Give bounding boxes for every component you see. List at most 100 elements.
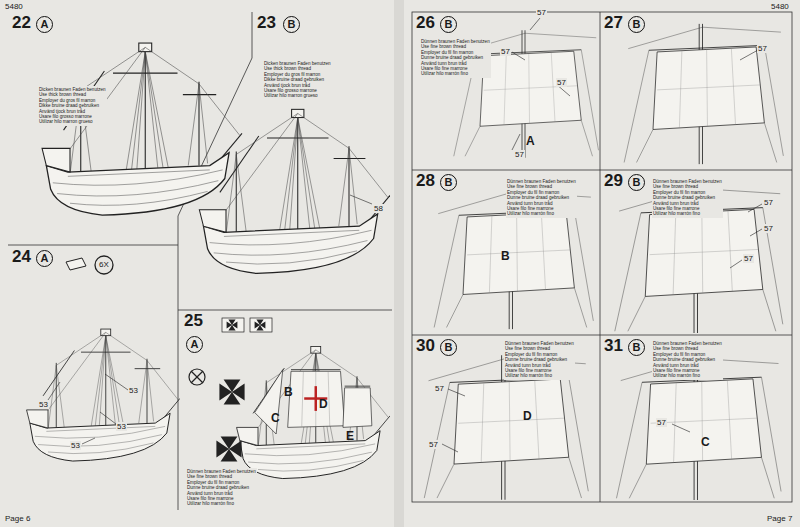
option-letter: B	[629, 340, 644, 355]
thread-note-line: Använd tjock brun tråd	[39, 109, 106, 114]
sail-letter: D	[318, 398, 329, 411]
step-panel: 22Dicken braunen Faden benutzenUse thick…	[10, 14, 250, 244]
callout-number: 57	[656, 418, 667, 427]
thread-note: Dünnen braunen Faden benutzenUse fine br…	[504, 340, 575, 380]
thread-note-line: Dunne bruine draad gebruiken	[505, 357, 574, 362]
thread-note: Dünnen braunen Faden benutzenUse fine br…	[652, 340, 723, 380]
thread-note: Dünnen braunen Faden benutzenUse fine br…	[420, 38, 491, 78]
callout-number: 6X	[98, 260, 110, 269]
thread-note-line: Employer du gros fil marron	[39, 98, 106, 103]
thread-note-line: Dikke bruine draad gebruiken	[264, 77, 331, 82]
callout-number: 5480	[770, 2, 790, 11]
callout-number: 57	[743, 254, 754, 263]
thread-note-line: Utilizar hilo marrón fino	[421, 71, 490, 76]
thread-note-line: Employer du fil fin marron	[187, 480, 256, 485]
sail-letter: B	[500, 250, 511, 263]
thread-note-line: Dunne bruine draad gebruiken	[187, 485, 256, 490]
thread-note-line: Dünnen braunen Faden benutzen	[653, 179, 722, 184]
option-letter: A	[37, 17, 52, 32]
thread-note-line: Employer du fil fin marron	[505, 352, 574, 357]
thread-note-line: Use fine brown thread	[507, 184, 576, 189]
thread-note-line: Utilizar hilo marrón fino	[653, 373, 722, 378]
callout-number: 58	[373, 204, 384, 213]
thread-note-line: Use fine brown thread	[421, 44, 490, 49]
thread-note-line: Employer du fil fin marron	[507, 190, 576, 195]
thread-note: Dünnen braunen Faden benutzenUse fine br…	[186, 468, 257, 508]
option-circle: B	[440, 339, 457, 356]
thread-note-line: Använd tjock brun tråd	[264, 83, 331, 88]
thread-note-line: Använd tunn brun tråd	[505, 363, 574, 368]
thread-note-line: Använd tunn brun tråd	[507, 201, 576, 206]
callout-number: 53	[70, 441, 81, 450]
thread-note-line: Use thick brown thread	[39, 92, 106, 97]
thread-note-line: Employer du fil fin marron	[653, 190, 722, 195]
thread-note-line: Usare filo fine marrone	[505, 368, 574, 373]
thread-note-line: Employer du fil fin marron	[421, 50, 490, 55]
step-panel: 23Dicken braunen Faden benutzenUse thick…	[255, 14, 390, 304]
callout-number: Page 7	[766, 514, 793, 523]
step-number: 30	[416, 337, 435, 355]
thread-note: Dicken braunen Faden benutzenUse thick b…	[38, 86, 107, 126]
thread-note-line: Use fine brown thread	[653, 184, 722, 189]
thread-note-line: Dicken braunen Faden benutzen	[39, 87, 106, 92]
thread-note-line: Dünnen braunen Faden benutzen	[187, 469, 256, 474]
sail-letter: A	[525, 135, 536, 148]
option-letter: B	[441, 17, 456, 32]
callout-number: 57	[500, 47, 511, 56]
option-circle: B	[440, 174, 457, 191]
option-circle: A	[36, 16, 53, 33]
thread-note-line: Employer du gros fil marron	[264, 72, 331, 77]
callout-number: 57	[428, 440, 439, 449]
thread-note-line: Utilizar hilo marron grueso	[39, 119, 106, 124]
step-number: 24	[12, 248, 31, 266]
thread-note-line: Employer du fil fin marron	[653, 352, 722, 357]
callout-number: 57	[763, 198, 774, 207]
callout-number: Page 6	[4, 514, 31, 523]
sail-letter: E	[345, 430, 355, 443]
callout-number: 57	[763, 224, 774, 233]
step-panel: 26Dünnen braunen Faden benutzenUse fine …	[414, 14, 599, 169]
thread-note-line: Usare filo fine marrone	[421, 66, 490, 71]
thread-note-line: Usare filo grosso marrone	[264, 88, 331, 93]
step-number: 22	[12, 14, 31, 32]
thread-note-line: Usare filo fine marrone	[653, 368, 722, 373]
callout-number: 53	[128, 386, 139, 395]
thread-note: Dünnen braunen Faden benutzenUse fine br…	[652, 178, 723, 218]
thread-note-line: Utilizar hilo marrón fino	[505, 373, 574, 378]
step-number: 26	[416, 14, 435, 32]
callout-number: 53	[38, 400, 49, 409]
option-letter: B	[284, 17, 299, 32]
thread-note-line: Use fine brown thread	[505, 346, 574, 351]
thread-note-line: Använd tunn brun tråd	[421, 61, 490, 66]
thread-note-line: Dikke bruine draad gebruiken	[39, 103, 106, 108]
callout-number: 53	[116, 422, 127, 431]
callout-number: 57	[514, 150, 525, 159]
step-panel: 25Dünnen braunen Faden benutzenUse fine …	[182, 312, 390, 508]
callout-number: 57	[536, 8, 547, 17]
option-letter: A	[187, 337, 202, 352]
step-number: 25	[184, 312, 203, 330]
thread-note-line: Usare filo fine marrone	[507, 206, 576, 211]
option-letter: B	[441, 175, 456, 190]
thread-note-line: Dicken braunen Faden benutzen	[264, 61, 331, 66]
thread-note-line: Använd tunn brun tråd	[187, 491, 256, 496]
sail-letter: C	[270, 412, 281, 425]
thread-note-line: Usare filo grosso marrone	[39, 114, 106, 119]
option-circle: A	[186, 336, 203, 353]
callout-number: 5480	[4, 2, 24, 11]
option-letter: B	[629, 17, 644, 32]
option-letter: A	[37, 251, 52, 266]
step-number: 23	[257, 14, 276, 32]
sail-letter: C	[700, 436, 711, 449]
option-circle: B	[628, 174, 645, 191]
option-circle: B	[628, 16, 645, 33]
step-panel: 31Dünnen braunen Faden benutzenUse fine …	[602, 337, 790, 500]
thread-note-line: Dunne bruine draad gebruiken	[421, 55, 490, 60]
option-circle: A	[36, 250, 53, 267]
thread-note: Dünnen braunen Faden benutzenUse fine br…	[506, 178, 577, 218]
thread-note-line: Utilizar hilo marrón fino	[507, 211, 576, 216]
step-panel: 27B	[602, 14, 790, 169]
step-panel: 30 Dünnen braunen Faden benutzenUse fine …	[414, 337, 599, 500]
thread-note: Dicken braunen Faden benutzenUse thick b…	[263, 60, 332, 100]
